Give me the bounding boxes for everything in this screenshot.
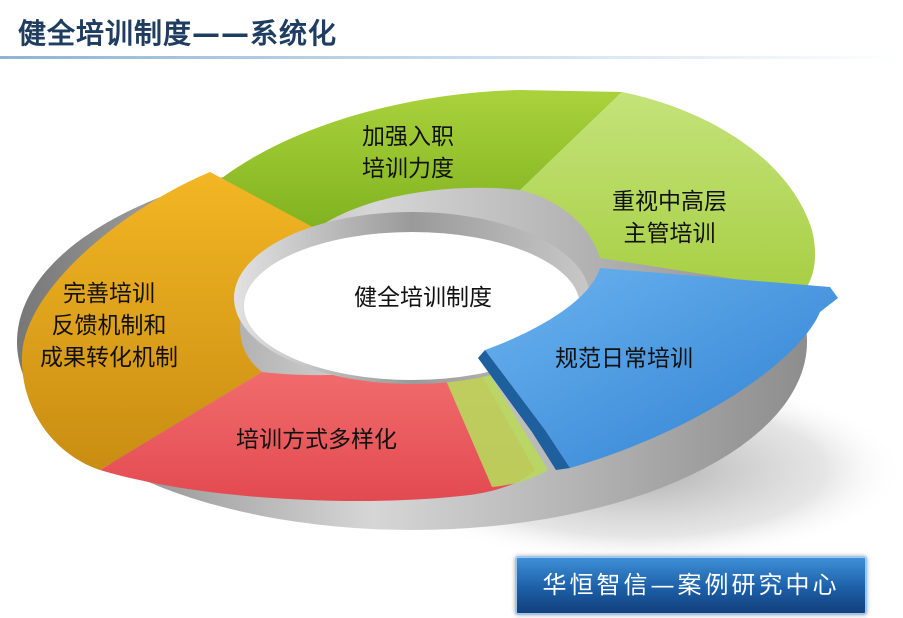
page-title: 健全培训制度——系统化 bbox=[18, 17, 338, 50]
segment-entry-line2: 培训力度 bbox=[362, 156, 454, 182]
center-label: 健全培训制度 bbox=[354, 285, 492, 311]
title-underline bbox=[0, 56, 903, 59]
segment-label-management: 重视中高层 主管培训 bbox=[612, 186, 727, 250]
segment-feedback-line3: 成果转化机制 bbox=[40, 345, 178, 371]
segment-label-entry: 加强入职 培训力度 bbox=[362, 121, 454, 185]
segment-feedback-line1: 完善培训 bbox=[63, 281, 155, 307]
segment-label-daily: 规范日常培训 bbox=[555, 343, 693, 375]
segment-management-line2: 主管培训 bbox=[623, 221, 716, 247]
segment-methods-line1: 培训方式多样化 bbox=[236, 427, 397, 453]
segment-management-line1: 重视中高层 bbox=[612, 189, 727, 215]
ring-segment-management bbox=[520, 92, 816, 290]
ring-segment-methods bbox=[100, 355, 535, 502]
ring-segment-feedback bbox=[21, 172, 323, 470]
segment-label-methods: 培训方式多样化 bbox=[236, 424, 397, 456]
segment-feedback-line2: 反馈机制和 bbox=[51, 313, 167, 339]
segment-daily-line1: 规范日常培训 bbox=[555, 346, 693, 372]
brand-badge: 华恒智信—案例研究中心 bbox=[515, 556, 867, 615]
segment-label-feedback: 完善培训 反馈机制和 成果转化机制 bbox=[40, 278, 178, 374]
ring-segment-daily-edge bbox=[478, 350, 570, 470]
segment-entry-line1: 加强入职 bbox=[362, 124, 454, 150]
ring-segment-daily bbox=[485, 268, 838, 468]
ring-segment-entry bbox=[222, 90, 622, 232]
ring-segment-methods-lime-sliver bbox=[438, 355, 548, 487]
ring-center-hole bbox=[244, 232, 580, 380]
